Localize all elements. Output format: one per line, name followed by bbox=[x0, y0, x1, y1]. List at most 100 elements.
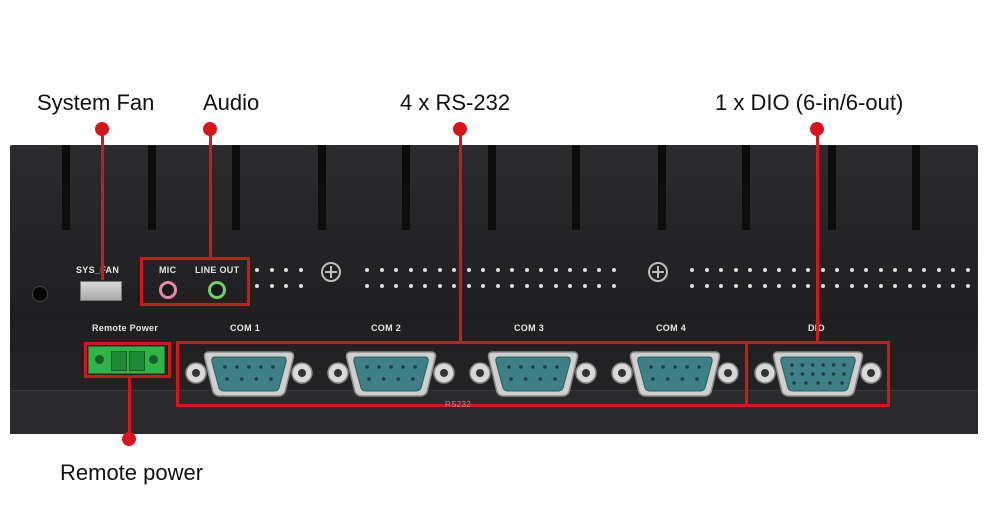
vent-hole bbox=[734, 284, 738, 288]
audio-highlight-box bbox=[140, 257, 250, 306]
connector-pin bbox=[381, 377, 386, 381]
connector-pin bbox=[538, 377, 543, 381]
vent-hole bbox=[452, 284, 456, 288]
label-remote-power: Remote Power bbox=[92, 323, 159, 333]
callout-remote-power: Remote power bbox=[60, 460, 204, 485]
label-com1: COM 1 bbox=[230, 323, 261, 333]
vent-hole bbox=[380, 284, 384, 288]
connector-insert bbox=[353, 356, 429, 392]
callout-dio: 1 x DIO (6-in/6-out) bbox=[715, 90, 904, 115]
vent-hole bbox=[966, 268, 970, 272]
mic-jack bbox=[159, 281, 177, 299]
vent-hole bbox=[284, 268, 288, 272]
vent-hole bbox=[908, 268, 912, 272]
label-com4: COM 4 bbox=[656, 323, 687, 333]
heatsink-fin bbox=[742, 145, 750, 230]
connector-pin bbox=[367, 377, 371, 381]
vent-hole bbox=[864, 284, 868, 288]
connector-pin bbox=[507, 365, 511, 369]
vent-hole bbox=[777, 268, 781, 272]
vent-hole bbox=[510, 268, 514, 272]
heatsink-fin bbox=[148, 145, 156, 230]
connector-pin bbox=[401, 365, 405, 369]
db9-shape bbox=[469, 351, 597, 397]
callout-rs232: 4 x RS-232 bbox=[400, 90, 511, 115]
db15-shape bbox=[754, 351, 882, 397]
vent-hole bbox=[255, 268, 259, 272]
dio-highlight-box bbox=[745, 341, 890, 407]
vent-hole bbox=[922, 268, 926, 272]
vent-hole bbox=[568, 268, 572, 272]
connector-pin bbox=[697, 365, 701, 369]
heatsink-fin bbox=[488, 145, 496, 230]
standoff-hole bbox=[582, 369, 590, 377]
connector-pin bbox=[377, 365, 381, 369]
vent-hole bbox=[835, 268, 839, 272]
connector-pin bbox=[695, 377, 699, 381]
vent-hole bbox=[597, 268, 601, 272]
vent-hole bbox=[270, 284, 274, 288]
com1-db9-connector bbox=[185, 351, 313, 397]
vent-hole bbox=[719, 268, 723, 272]
connector-pin bbox=[396, 377, 401, 381]
vent-hole bbox=[299, 284, 303, 288]
standoff-hole bbox=[618, 369, 626, 377]
vent-hole bbox=[893, 268, 897, 272]
connector-pin bbox=[259, 365, 263, 369]
connector-pin bbox=[828, 381, 832, 385]
connector-pin bbox=[800, 363, 805, 367]
callout-audio: Audio bbox=[203, 90, 260, 115]
standoff-hole bbox=[440, 369, 448, 377]
connector-insert bbox=[495, 356, 571, 392]
vent-hole bbox=[467, 284, 471, 288]
vent-hole bbox=[734, 268, 738, 272]
com3-db9-connector bbox=[469, 351, 597, 397]
connector-pin bbox=[811, 363, 815, 367]
label-sys-fan: SYS_FAN bbox=[76, 265, 120, 275]
connector-pin bbox=[235, 365, 239, 369]
vent-hole bbox=[554, 284, 558, 288]
standoff-hole bbox=[724, 369, 732, 377]
vent-hole bbox=[467, 268, 471, 272]
callout-dot-dio bbox=[810, 122, 824, 136]
vent-hole bbox=[777, 284, 781, 288]
vent-hole bbox=[568, 284, 572, 288]
vent-hole bbox=[612, 268, 616, 272]
vent-hole bbox=[690, 284, 694, 288]
db9-shape bbox=[185, 351, 313, 397]
vent-hole bbox=[748, 284, 752, 288]
connector-pin bbox=[543, 365, 547, 369]
vent-hole bbox=[951, 268, 955, 272]
connector-pin bbox=[555, 365, 559, 369]
connector-pin bbox=[223, 365, 227, 369]
label-line-out: LINE OUT bbox=[195, 265, 240, 275]
vent-hole bbox=[719, 284, 723, 288]
standoff-hole bbox=[476, 369, 484, 377]
connector-pin bbox=[225, 377, 229, 381]
heatsink-fin bbox=[658, 145, 666, 230]
heatsink-fin bbox=[572, 145, 580, 230]
line-out-jack bbox=[208, 281, 226, 299]
leader-audio bbox=[209, 128, 212, 258]
connector-pin bbox=[413, 365, 417, 369]
connector-pin bbox=[247, 365, 251, 369]
connector-pin bbox=[519, 365, 523, 369]
vent-hole bbox=[597, 284, 601, 288]
vent-hole bbox=[879, 284, 883, 288]
connector-pin bbox=[553, 377, 557, 381]
connector-pin bbox=[831, 372, 836, 376]
connector-pin bbox=[389, 365, 393, 369]
leader-rs232 bbox=[459, 128, 462, 342]
callout-dot-remote-power bbox=[122, 432, 136, 446]
vent-hole bbox=[438, 268, 442, 272]
vent-hole bbox=[690, 268, 694, 272]
vent-hole bbox=[525, 268, 529, 272]
connector-pin bbox=[509, 377, 513, 381]
remote-power-highlight-box bbox=[84, 342, 171, 378]
connector-pin bbox=[254, 377, 259, 381]
vent-hole bbox=[270, 268, 274, 272]
vent-hole bbox=[409, 284, 413, 288]
vent-hole bbox=[966, 284, 970, 288]
vent-hole bbox=[937, 268, 941, 272]
vent-hole bbox=[394, 284, 398, 288]
